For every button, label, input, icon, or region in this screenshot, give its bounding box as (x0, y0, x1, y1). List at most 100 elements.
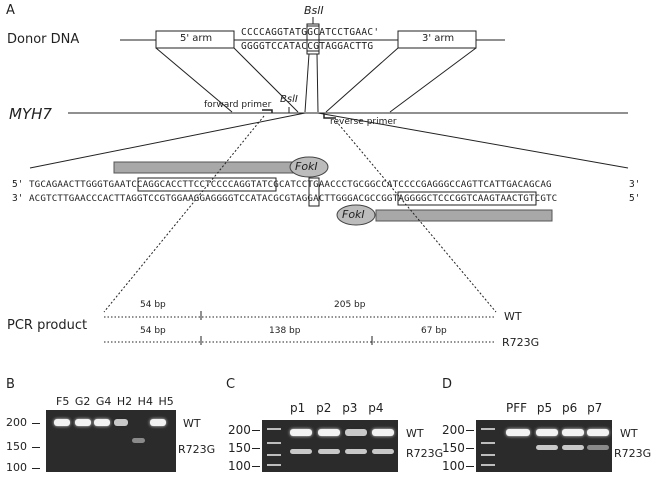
gel-c-band (372, 449, 394, 454)
panel-label-b: B (6, 377, 15, 392)
gel-c-ladder (267, 442, 281, 444)
gel-b-lane: F5 (56, 395, 70, 408)
gel-d-ladder (481, 428, 495, 430)
gel-b-lane: G4 (95, 395, 112, 408)
donor-seq-bot: GGGGTCCATACCGTAGGACTTG (241, 41, 374, 52)
foki-bot-label: FokI (342, 208, 365, 221)
pcr-wt-name: WT (504, 310, 522, 323)
seq-bot-suffix: 5' (629, 193, 641, 204)
gel-b-band (150, 419, 166, 426)
seq-box-mid (308, 177, 320, 207)
arm3-left (325, 47, 399, 113)
gel-b-m100: 100 (6, 461, 27, 474)
dot-right-upper (335, 120, 497, 313)
dot-left-upper (103, 115, 265, 313)
seq-bot: ACGTCTTGAACCCACTTAGGTCCGTGGAAGGAGGGGTCCA… (29, 193, 558, 204)
gel-c-r723g: R723G (406, 447, 444, 460)
gel-d-m200: 200 (442, 423, 465, 437)
foki-top-ellipse (289, 156, 329, 178)
arm5-right (233, 47, 299, 113)
donor-arm5: 5' arm (180, 33, 213, 44)
gel-c-lanes: p1 p2 p3 p4 (290, 402, 384, 414)
gel-c-ladder (267, 464, 281, 466)
seq-top-suffix: 3' (629, 179, 641, 190)
gel-b-m200: 200 (6, 416, 27, 429)
panel-label-a: A (6, 3, 15, 18)
foki-bar-bot (375, 209, 553, 222)
gel-c-lane: p1 (290, 401, 306, 415)
gel-c-m200: 200 (228, 423, 251, 437)
pcr-mut-name: R723G (502, 336, 540, 349)
arm3-right (389, 47, 477, 113)
gel-c-lane: p4 (368, 401, 384, 415)
donor-5arm-box (155, 30, 235, 49)
donor-seq-top: CCCCAGGTATGGCATCCTGAAC' (241, 27, 380, 38)
gel-d-band (562, 445, 584, 450)
fwd-arrow (262, 109, 273, 113)
gel-c-band (372, 429, 394, 436)
gel-d-band (587, 429, 609, 436)
zoom-right (317, 112, 629, 169)
zoom-left (29, 112, 306, 169)
foki-top-label: FokI (295, 160, 318, 173)
gel-b-tick (32, 447, 40, 448)
seq-box-right (397, 191, 537, 206)
gel-b-band (54, 419, 70, 426)
panel-label-d: D (442, 377, 453, 392)
gel-d-tick (466, 430, 474, 431)
gel-d-ladder (481, 464, 495, 466)
gel-b-wt: WT (183, 417, 201, 430)
gel-b-lanes: F5 G2 G4 H2 H4 H5 (56, 396, 174, 407)
donor-label: Donor DNA (7, 32, 80, 47)
gel-d-image (476, 420, 612, 472)
site-line-r (316, 53, 319, 113)
rev-arrow (323, 114, 336, 119)
gel-d-ladder (481, 454, 495, 456)
gel-d-r723g: R723G (614, 447, 652, 460)
gel-b-image (46, 410, 176, 472)
donor-bsl: BslI (304, 4, 324, 17)
gel-c-ladder (267, 454, 281, 456)
gel-d-lane: p7 (587, 401, 603, 415)
gel-b-lane: H2 (116, 395, 133, 408)
gel-c-tick (252, 448, 260, 449)
gel-b-r723g: R723G (178, 443, 216, 456)
gel-c-ladder (267, 428, 281, 430)
gel-b-lane: H4 (137, 395, 153, 408)
pcr-label: PCR product (7, 318, 88, 333)
seq-top: TGCAGAACTTGGGTGAATCCAGGCACCTTCCTCCCCAGGT… (29, 179, 552, 190)
gel-d-band (536, 445, 558, 450)
gel-d-wt: WT (620, 427, 638, 440)
gel-d-tick (466, 448, 474, 449)
gel-d-ladder (481, 442, 495, 444)
gel-d-m100: 100 (442, 459, 465, 473)
pcr-wt-seg2: 205 bp (334, 300, 366, 310)
gel-b-lane: H5 (158, 395, 174, 408)
gel-c-tick (252, 430, 260, 431)
gene-bsl: BslI (280, 94, 298, 105)
pcr-wt-seg1: 54 bp (140, 300, 166, 310)
gel-d-lane: p5 (536, 401, 553, 415)
gel-c-image (262, 420, 398, 472)
gel-d-band (562, 429, 584, 436)
seq-box-left (137, 177, 277, 192)
gel-b-lane: G2 (74, 395, 91, 408)
gel-c-band (290, 429, 312, 436)
panel-label-c: C (226, 377, 236, 392)
gel-b-tick (32, 423, 40, 424)
gel-d-band (587, 445, 609, 450)
gel-d-lane: p6 (561, 401, 578, 415)
pcr-mut-seg3: 67 bp (421, 326, 447, 336)
site-line-l (304, 53, 310, 113)
pcr-mut-seg2: 138 bp (269, 326, 301, 336)
seq-bot-prefix: 3' (12, 193, 24, 204)
gel-c-m100: 100 (228, 459, 251, 473)
gel-c-lane: p3 (342, 401, 358, 415)
gel-d-tick (466, 466, 474, 467)
gel-d-lane: PFF (506, 401, 528, 415)
gel-c-band (345, 429, 367, 436)
gel-b-band (94, 419, 110, 426)
gel-b-band (132, 438, 145, 443)
